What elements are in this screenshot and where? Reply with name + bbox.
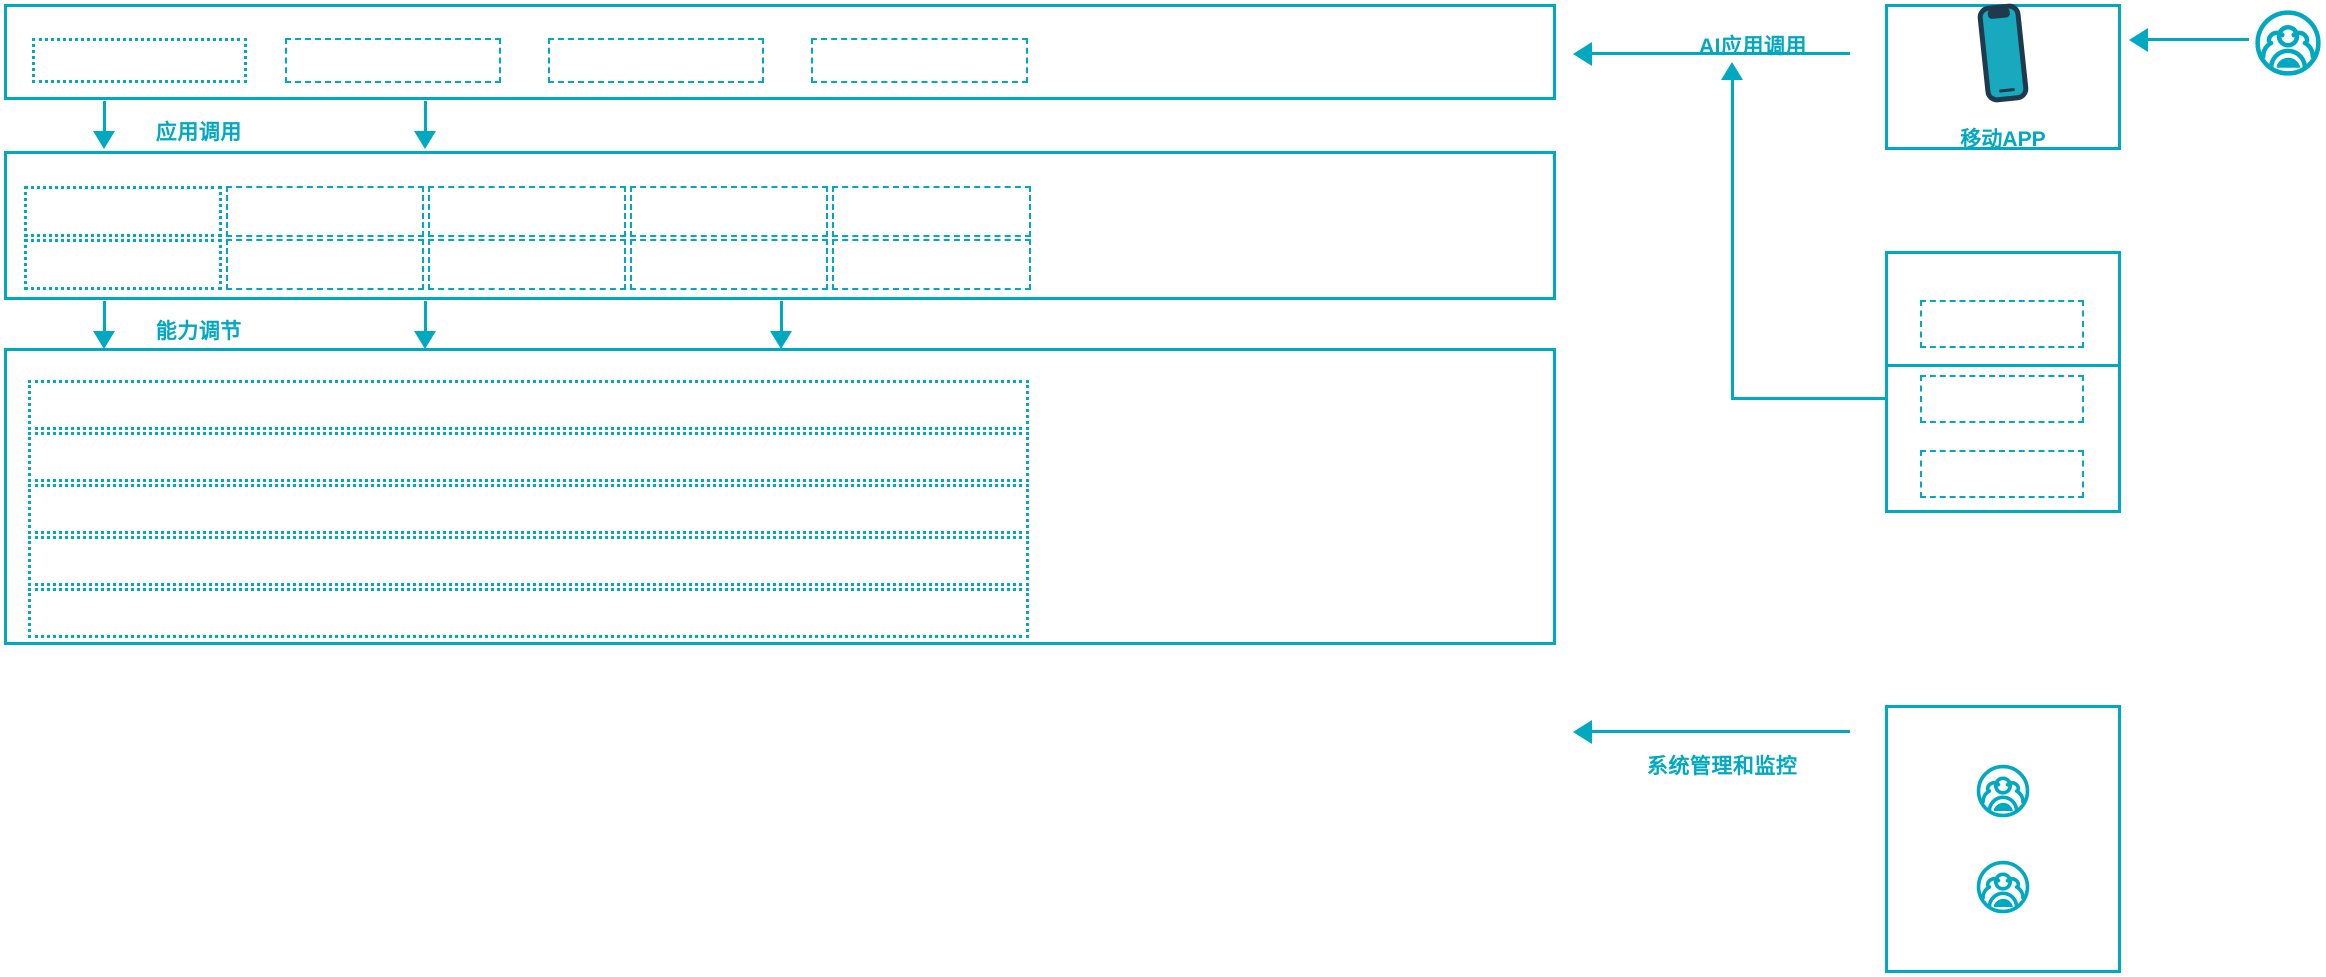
application-layer-slot-2[interactable] <box>285 38 501 83</box>
application-layer-slot-1[interactable] <box>32 38 247 83</box>
capability-layer-slot-1[interactable] <box>24 186 222 237</box>
flow-label-system-admin-monitor: 系统管理和监控 <box>1647 755 1798 778</box>
connector-ai-app-call <box>1592 52 1850 55</box>
application-layer-slot-4[interactable] <box>811 38 1028 83</box>
arrow-app-to-capability-2 <box>414 131 436 149</box>
capability-layer-slot-4[interactable] <box>630 186 828 237</box>
user-group-icon <box>1976 860 2030 914</box>
arrow-user-to-mobile-app <box>2129 28 2148 52</box>
arrow-ai-app-call <box>1573 42 1592 66</box>
capability-layer-slot-8[interactable] <box>428 239 626 290</box>
arrow-capability-to-platform-3 <box>770 331 792 349</box>
arrow-capability-to-platform-2 <box>414 331 436 349</box>
connector-channel-riser <box>1731 80 1734 400</box>
channel-node-slot-2[interactable] <box>1920 375 2084 423</box>
connector-capability-to-platform-2 <box>424 301 427 343</box>
connector-app-to-capability-1 <box>103 101 106 143</box>
operators-node <box>1885 705 2121 973</box>
capability-layer-slot-9[interactable] <box>630 239 828 290</box>
platform-layer-row-2[interactable] <box>28 432 1029 482</box>
connector-capability-to-platform-1 <box>103 301 106 343</box>
channel-node-frame <box>1885 251 2121 513</box>
flow-label-app-call: 应用调用 <box>156 121 242 144</box>
operator-icon-1[interactable] <box>1974 762 2032 820</box>
mobile-app-node[interactable]: 移动APP <box>1885 1 2121 151</box>
connector-app-to-capability-2 <box>424 101 427 143</box>
connector-capability-to-platform-3 <box>780 301 783 343</box>
end-user-actor[interactable] <box>2250 5 2326 81</box>
capability-layer-slot-10[interactable] <box>832 239 1031 290</box>
capability-layer-slot-2[interactable] <box>226 186 424 237</box>
platform-layer-row-5[interactable] <box>28 588 1029 638</box>
capability-layer-slot-6[interactable] <box>24 239 222 290</box>
capability-layer-slot-7[interactable] <box>226 239 424 290</box>
platform-layer-row-4[interactable] <box>28 536 1029 586</box>
capability-layer-slot-5[interactable] <box>832 186 1031 237</box>
connector-system-admin-monitor <box>1592 730 1850 733</box>
flow-label-ai-app-call: AI应用调用 <box>1699 35 1807 58</box>
capability-layer-slot-3[interactable] <box>428 186 626 237</box>
connector-user-to-mobile-app <box>2148 38 2249 41</box>
connector-channel-elbow <box>1731 397 1885 400</box>
arrow-channel-riser <box>1721 62 1743 80</box>
user-group-icon <box>1976 764 2030 818</box>
arrow-capability-to-platform-1 <box>93 331 115 349</box>
channel-node-slot-3[interactable] <box>1920 450 2084 498</box>
smartphone-icon <box>1974 1 2032 105</box>
application-layer-slot-3[interactable] <box>548 38 764 83</box>
arrow-system-admin-monitor <box>1573 720 1592 744</box>
flow-label-capability-adjust: 能力调节 <box>156 320 242 343</box>
mobile-app-caption: 移动APP <box>1960 128 2046 151</box>
channel-node-slot-1[interactable] <box>1920 300 2084 348</box>
user-group-icon <box>2255 10 2321 76</box>
operator-icon-2[interactable] <box>1974 858 2032 916</box>
platform-layer-row-3[interactable] <box>28 484 1029 534</box>
platform-layer-row-1[interactable] <box>28 380 1029 430</box>
arrow-app-to-capability-1 <box>93 131 115 149</box>
application-layer-panel <box>4 4 1556 100</box>
